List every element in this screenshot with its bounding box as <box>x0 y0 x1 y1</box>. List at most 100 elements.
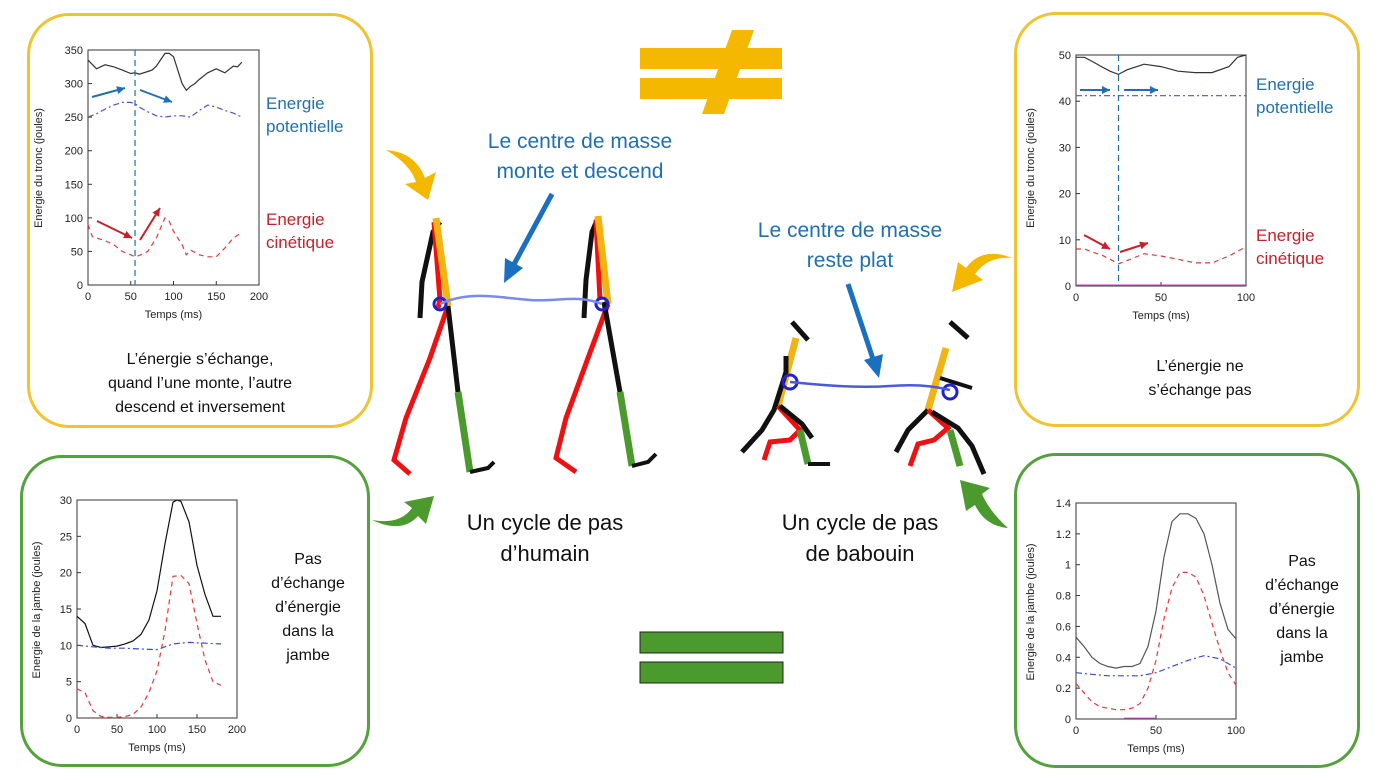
baboon-trunk-panel <box>1014 12 1360 427</box>
human-com-trajectory <box>439 294 603 306</box>
y-tick-label: 1.2 <box>1056 529 1071 541</box>
legend-line-2: cinétique <box>1256 249 1325 268</box>
equal-icon <box>639 631 784 684</box>
human-stick-figure <box>553 215 658 475</box>
caption-line: Un cycle de pas <box>466 510 624 535</box>
y-tick-label: 300 <box>65 79 83 91</box>
x-tick-label: 100 <box>148 724 166 736</box>
x-tick-label: 50 <box>111 724 123 736</box>
desc-line: jambe <box>286 647 330 664</box>
desc-line: d’énergie <box>1269 601 1335 618</box>
curved-arrow-icon <box>386 150 436 200</box>
series-potential <box>76 641 222 651</box>
desc-line: descend et inversement <box>115 399 285 416</box>
y-tick-label: 0 <box>66 713 72 725</box>
baboon-legend-potential: Energie potentielle <box>1256 73 1334 119</box>
callout-line: monte et descend <box>496 160 664 183</box>
baboon-stick-figure <box>740 320 830 466</box>
x-tick-label: 0 <box>1073 292 1079 304</box>
baboon-com-callout: Le centre de masse reste plat <box>730 216 970 276</box>
y-tick-label: 20 <box>60 568 72 580</box>
callout-line: reste plat <box>806 249 894 272</box>
arrow-icon <box>1119 241 1149 253</box>
human-com-callout: Le centre de masse monte et descend <box>460 127 700 187</box>
desc-line: Pas <box>1288 553 1316 570</box>
baboon-cycle-caption: Un cycle de pas de babouin <box>745 507 975 569</box>
x-axis-label: Temps (ms) <box>1132 310 1189 322</box>
x-tick-label: 0 <box>74 724 80 736</box>
x-tick-label: 200 <box>250 291 268 303</box>
human-legend-potential: Energie potentielle <box>266 92 344 138</box>
baboon-leg-panel <box>1014 453 1360 768</box>
arrow-icon <box>1080 86 1110 94</box>
series-total <box>1075 513 1237 669</box>
x-tick-label: 0 <box>1073 725 1079 737</box>
desc-line: quand l’une monte, l’autre <box>107 375 293 392</box>
human-trunk-description: L’énergie s’échange, quand l’une monte, … <box>60 348 340 420</box>
x-tick-label: 150 <box>207 291 225 303</box>
legend-line-2: potentielle <box>266 117 344 136</box>
y-tick-label: 10 <box>1059 235 1071 247</box>
desc-line: s’échange pas <box>1148 382 1252 399</box>
series-total <box>76 499 221 649</box>
human-leg-description: Pas d’échange d’énergie dans la jambe <box>258 548 358 668</box>
x-axis-label: Temps (ms) <box>145 309 202 321</box>
y-axis-label: Energie du tronc (joules) <box>1025 108 1037 228</box>
caption-line: de babouin <box>805 541 915 566</box>
series-kinetic <box>76 574 222 718</box>
y-tick-label: 200 <box>65 146 83 158</box>
series-kinetic <box>1076 246 1247 265</box>
y-tick-label: 15 <box>60 604 72 616</box>
y-tick-label: 20 <box>1059 189 1071 201</box>
y-tick-label: 30 <box>1059 142 1071 154</box>
desc-line: Pas <box>294 551 322 568</box>
baboon-legend-kinetic: Energie cinétique <box>1256 224 1324 270</box>
caption-line: d’humain <box>500 541 590 566</box>
legend-line-2: potentielle <box>1256 98 1334 117</box>
arrow-icon <box>139 89 173 103</box>
y-tick-label: 50 <box>1059 50 1071 62</box>
x-tick-label: 150 <box>188 724 206 736</box>
y-tick-label: 250 <box>65 112 83 124</box>
y-tick-label: 0.8 <box>1056 591 1071 603</box>
arrow-icon <box>96 220 133 239</box>
x-tick-label: 50 <box>1155 292 1167 304</box>
series-potential <box>87 101 243 118</box>
x-axis-label: Temps (ms) <box>128 742 185 754</box>
x-axis-label: Temps (ms) <box>1127 743 1184 755</box>
series-potential <box>1075 655 1237 677</box>
series-total <box>87 52 243 92</box>
legend-line-1: Energie <box>1256 226 1315 245</box>
desc-line: dans la <box>1276 625 1328 642</box>
legend-line-2: cinétique <box>266 233 335 252</box>
x-tick-label: 50 <box>125 291 137 303</box>
baboon-com-trajectory <box>789 380 951 392</box>
y-axis-label: Energie de la jambe (joules) <box>1025 544 1037 681</box>
y-axis-label: Energie du tronc (joules) <box>33 108 45 228</box>
x-tick-label: 100 <box>1237 292 1255 304</box>
y-tick-label: 50 <box>71 246 83 258</box>
y-tick-label: 40 <box>1059 96 1071 108</box>
caption-line: Un cycle de pas <box>781 510 939 535</box>
x-tick-label: 0 <box>85 291 91 303</box>
y-tick-label: 25 <box>60 531 72 543</box>
y-tick-label: 0.2 <box>1056 683 1071 695</box>
y-tick-label: 5 <box>66 677 72 689</box>
baboon-leg-description: Pas d’échange d’énergie dans la jambe <box>1252 550 1352 670</box>
x-tick-label: 100 <box>164 291 182 303</box>
desc-line: jambe <box>1280 649 1324 666</box>
y-tick-label: 0.4 <box>1056 652 1071 664</box>
legend-line-1: Energie <box>266 94 325 113</box>
y-tick-label: 0 <box>1065 714 1071 726</box>
human-trunk-panel <box>27 13 373 428</box>
desc-line: d’énergie <box>275 599 341 616</box>
arrow-icon <box>504 192 555 283</box>
desc-line: dans la <box>282 623 334 640</box>
x-tick-label: 50 <box>1150 725 1162 737</box>
y-tick-label: 1.4 <box>1056 498 1071 510</box>
arrow-icon <box>845 283 883 378</box>
